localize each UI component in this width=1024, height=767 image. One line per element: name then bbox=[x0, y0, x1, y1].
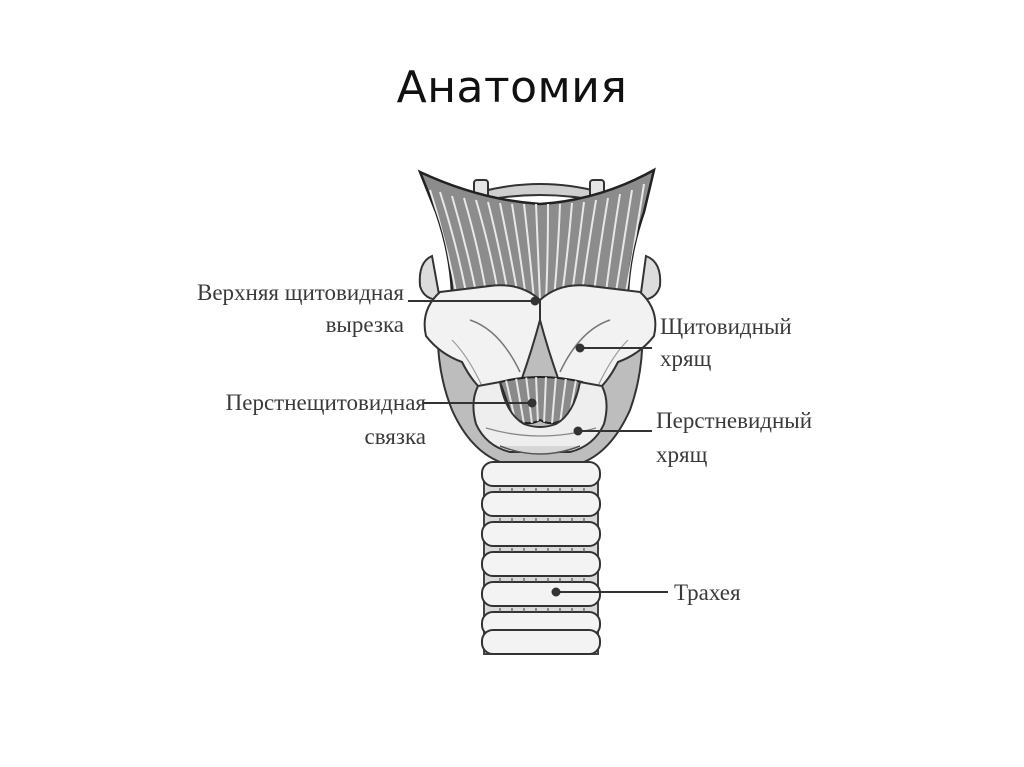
leader-lines bbox=[408, 296, 668, 597]
label-upper-notch-line1: Верхняя щитовидная bbox=[197, 280, 404, 305]
label-upper-notch-line2: вырезка bbox=[326, 312, 404, 337]
trachea-rings bbox=[481, 461, 601, 655]
pointer-dot bbox=[551, 587, 561, 597]
diagram-labels: Верхняя щитовидная вырезка Щитовидный хр… bbox=[197, 280, 812, 605]
label-cricoid-line2: хрящ bbox=[656, 442, 708, 467]
label-cricoid-line1: Перстневидный bbox=[656, 408, 812, 433]
pointer-dot bbox=[527, 398, 537, 408]
label-thyroid-line1: Щитовидный bbox=[660, 314, 792, 339]
trachea bbox=[481, 461, 601, 655]
pointer-dot bbox=[573, 426, 583, 436]
thyroid-cartilage bbox=[418, 254, 662, 390]
trachea-ring bbox=[481, 521, 601, 547]
label-ligament-line1: Перстнещитовидная bbox=[226, 390, 427, 415]
trachea-ring bbox=[481, 629, 601, 655]
pointer-dot bbox=[530, 296, 540, 306]
trachea-ring bbox=[481, 551, 601, 577]
pointer-dot bbox=[575, 343, 585, 353]
label-ligament-line2: связка bbox=[365, 424, 426, 449]
trachea-ring bbox=[481, 461, 601, 487]
cricoid-cartilage bbox=[472, 380, 608, 455]
slide-title: Анатомия bbox=[396, 62, 628, 113]
trachea-ring-hatching bbox=[499, 488, 585, 612]
label-trachea: Трахея bbox=[674, 580, 741, 605]
label-thyroid-line2: хрящ bbox=[660, 346, 712, 371]
trachea-ring bbox=[481, 491, 601, 517]
trachea-ring bbox=[481, 581, 601, 607]
thyrohyoid-membrane bbox=[417, 167, 656, 302]
